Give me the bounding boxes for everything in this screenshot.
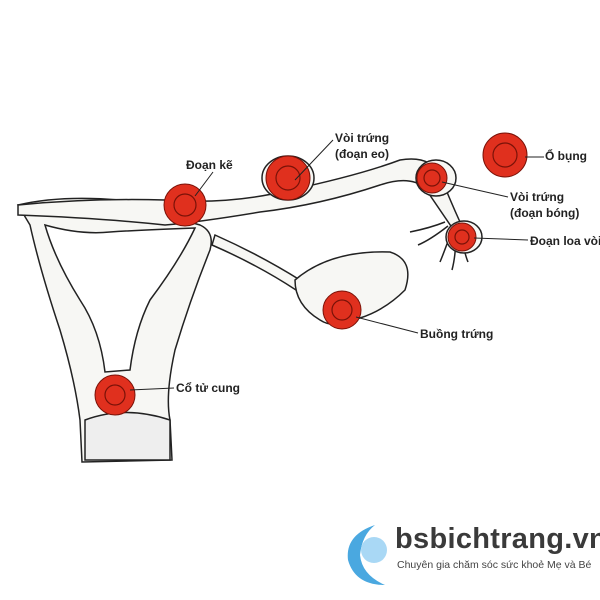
embryo-cervical (94, 374, 136, 416)
leader-lines (129, 139, 544, 391)
embryo-infundibular (447, 222, 477, 252)
label-ovarian: Buồng trứng (420, 327, 494, 341)
label-interstitial: Đoạn kẽ (186, 158, 233, 172)
embryo-ovarian (322, 290, 362, 330)
label-cervical: Cổ tử cung (176, 381, 241, 395)
uterine-cavity (43, 223, 197, 373)
label-isthmic-1: Vòi trứng (335, 131, 390, 145)
label-infundibular: Đoạn loa vòi (530, 234, 600, 248)
embryo-ampullary (416, 162, 448, 194)
fimbriae (409, 221, 469, 271)
brand-name: bsbichtrang.vn (395, 523, 600, 555)
embryo-abdominal (482, 132, 528, 178)
label-isthmic-2: (đoạn eo) (335, 147, 389, 161)
label-abdominal: Ổ bụng (545, 149, 587, 163)
brand-logo-icon (347, 525, 387, 585)
embryo-isthmic (265, 155, 311, 201)
brand-tagline: Chuyên gia chăm sóc sức khoẻ Mẹ và Bé (397, 559, 592, 571)
embryo-interstitial (163, 183, 207, 227)
cervix (84, 411, 171, 461)
label-ampullary-2: (đoạn bóng) (510, 206, 580, 220)
label-ampullary-1: Vòi trứng (510, 190, 565, 204)
embryos (94, 132, 528, 416)
ovarian-ligament (211, 233, 301, 292)
